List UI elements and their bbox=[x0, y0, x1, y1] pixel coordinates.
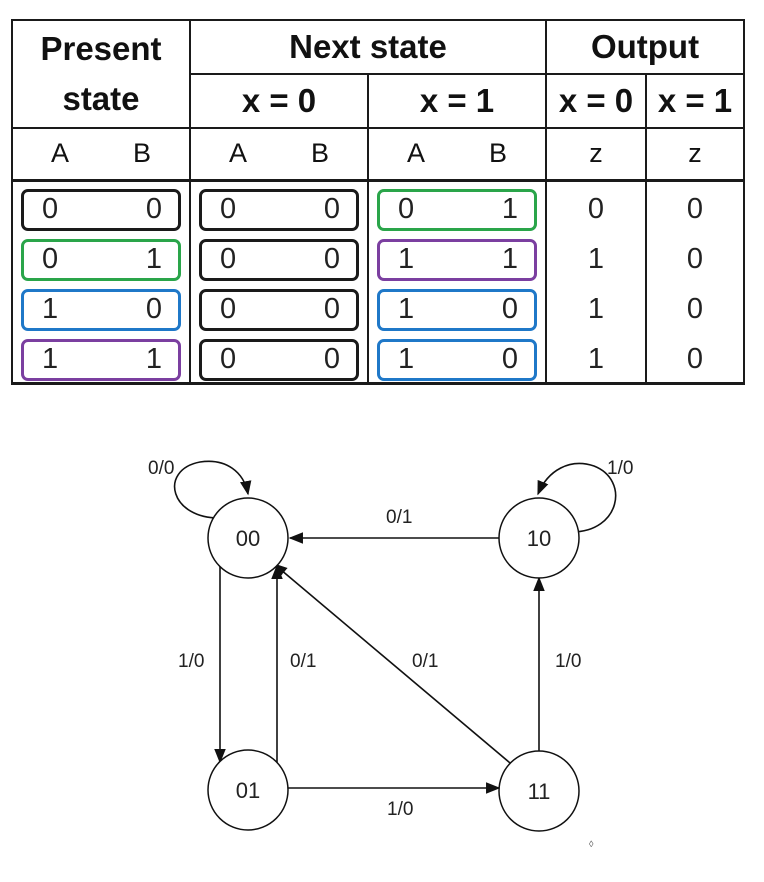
edge-11-to-00 bbox=[272, 563, 517, 769]
next_x0-row-2-a: 0 bbox=[220, 243, 237, 275]
edge-11-to-10-label: 1/0 bbox=[555, 651, 581, 672]
state-00-label: 00 bbox=[236, 526, 260, 551]
present-row-2-a: 0 bbox=[42, 243, 59, 275]
present-state-header-line2: state bbox=[62, 80, 140, 117]
loop-10-arrow bbox=[537, 462, 617, 533]
z_x0-row-1: 0 bbox=[587, 193, 605, 225]
next_x1-row-1-b: 1 bbox=[501, 193, 518, 225]
z_x0-row-3: 1 bbox=[587, 293, 605, 325]
present-row-3-b: 0 bbox=[145, 293, 162, 325]
output-header: Output bbox=[545, 19, 745, 75]
next_x0-row-2-b: 0 bbox=[323, 243, 340, 275]
state-01-label: 01 bbox=[236, 778, 260, 803]
next-state-header: Next state bbox=[189, 19, 547, 75]
state-10-label: 10 bbox=[527, 526, 551, 551]
subheader-a: A bbox=[228, 138, 247, 169]
present-row-3-a: 1 bbox=[42, 293, 59, 325]
present-state-header: Present bbox=[11, 19, 191, 74]
loop-00-label: 0/0 bbox=[148, 458, 174, 479]
state-11-label: 11 bbox=[528, 779, 551, 804]
output-x1-column: 0 0 0 0 bbox=[645, 179, 745, 385]
z_x1-row-3: 0 bbox=[686, 293, 704, 325]
state-00-node bbox=[207, 497, 289, 579]
output-x1-header: x = 1 bbox=[645, 73, 745, 129]
next_x0-row-1-a: 0 bbox=[220, 193, 237, 225]
next_x0-row-4-a: 0 bbox=[220, 343, 237, 375]
next_x1-row-2-b: 1 bbox=[501, 243, 518, 275]
next_x1-row-3-a: 1 bbox=[398, 293, 415, 325]
next-x0-header: x = 0 bbox=[189, 73, 369, 129]
next-x1-header: x = 1 bbox=[367, 73, 547, 129]
edge-11-to-00-label: 0/1 bbox=[412, 651, 438, 672]
subheader-b: B bbox=[132, 138, 151, 169]
present-state-header-line1: Present bbox=[40, 30, 162, 67]
subheader-a: A bbox=[50, 138, 69, 169]
state-10-node bbox=[498, 497, 580, 579]
cursor-diamond-icon: ◊ bbox=[589, 839, 594, 849]
next_x0-row-1-b: 0 bbox=[323, 193, 340, 225]
state-01-node bbox=[207, 749, 289, 831]
z_x0-row-2: 1 bbox=[587, 243, 605, 275]
next_x1-row-1-a: 0 bbox=[398, 193, 415, 225]
present-row-1-b: 0 bbox=[145, 193, 162, 225]
loop-10-label: 1/0 bbox=[607, 458, 633, 479]
z_x0-row-4: 1 bbox=[587, 343, 605, 375]
z_x1-row-1: 0 bbox=[686, 193, 704, 225]
state-11-node bbox=[498, 750, 580, 832]
present-state-header-cont: state bbox=[11, 74, 191, 129]
output-x0-header: x = 0 bbox=[545, 73, 647, 129]
present-row-2-b: 1 bbox=[145, 243, 162, 275]
next_x1-row-3-b: 0 bbox=[501, 293, 518, 325]
z_x1-row-4: 0 bbox=[686, 343, 704, 375]
next_x0-row-4-b: 0 bbox=[323, 343, 340, 375]
state-diagram: 0/0 1/0 0/1 1/0 0/1 0/1 1/0 1/0 00 10 01… bbox=[148, 458, 633, 832]
subheader-a: A bbox=[406, 138, 425, 169]
subheader-b: B bbox=[310, 138, 329, 169]
next_x0-row-3-a: 0 bbox=[220, 293, 237, 325]
present-row-4-b: 1 bbox=[145, 343, 162, 375]
output-x0-z-subheader: z bbox=[545, 127, 647, 182]
present-row-4-a: 1 bbox=[42, 343, 59, 375]
present-row-1-a: 0 bbox=[42, 193, 59, 225]
output-x0-column: 0 1 1 1 bbox=[545, 179, 647, 385]
loop-00-arrow bbox=[173, 460, 252, 519]
next_x0-row-3-b: 0 bbox=[323, 293, 340, 325]
state-table: Present Next state Output state x = 0 x … bbox=[11, 19, 745, 385]
edge-01-to-11-label: 1/0 bbox=[387, 799, 413, 820]
next_x1-row-4-b: 0 bbox=[501, 343, 518, 375]
z_x1-row-2: 0 bbox=[686, 243, 704, 275]
subheader-b: B bbox=[488, 138, 507, 169]
next_x1-row-4-a: 1 bbox=[398, 343, 415, 375]
output-x1-z-subheader: z bbox=[645, 127, 745, 182]
edge-00-to-01-label: 1/0 bbox=[178, 651, 204, 672]
edge-01-to-00-label: 0/1 bbox=[290, 651, 316, 672]
edge-10-to-00-label: 0/1 bbox=[386, 507, 412, 528]
next_x1-row-2-a: 1 bbox=[398, 243, 415, 275]
